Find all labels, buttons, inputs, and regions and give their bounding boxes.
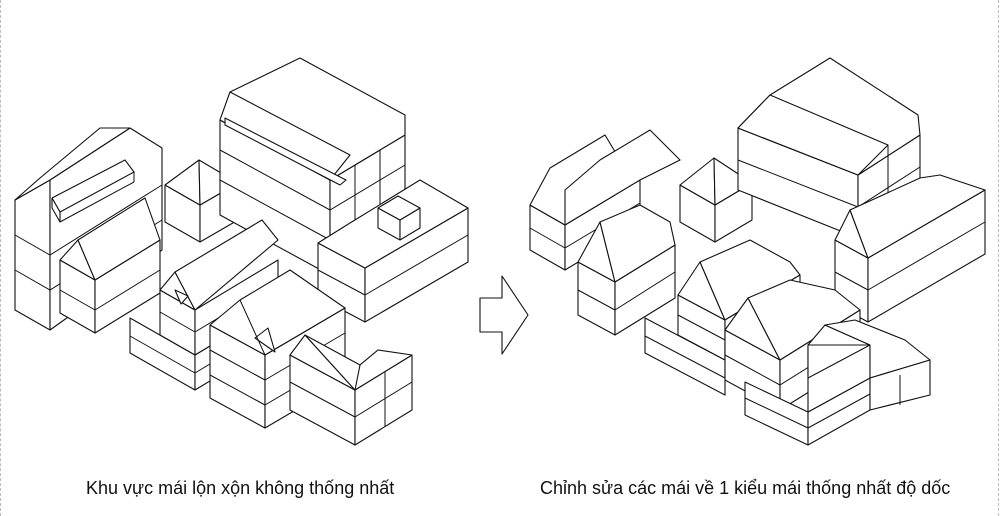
caption-right: Chỉnh sửa các mái về 1 kiểu mái thống nh… [540, 478, 951, 498]
right-block-e [834, 174, 986, 323]
left-block-h [289, 334, 413, 446]
right-block-c [577, 204, 676, 336]
right-block-h [744, 319, 931, 446]
caption-left: Khu vực mái lộn xộn không thống nhất [86, 478, 395, 498]
right-block-a [529, 129, 681, 271]
left-edge-line [0, 0, 1, 516]
left-block-d [219, 57, 406, 276]
left-block-c [59, 197, 161, 334]
right-building-cluster [529, 57, 986, 446]
left-building-cluster [14, 57, 469, 446]
right-arrow-icon [479, 275, 529, 355]
left-block-e [317, 179, 469, 323]
right-edge-line [998, 0, 999, 516]
left-block-g [209, 269, 346, 429]
